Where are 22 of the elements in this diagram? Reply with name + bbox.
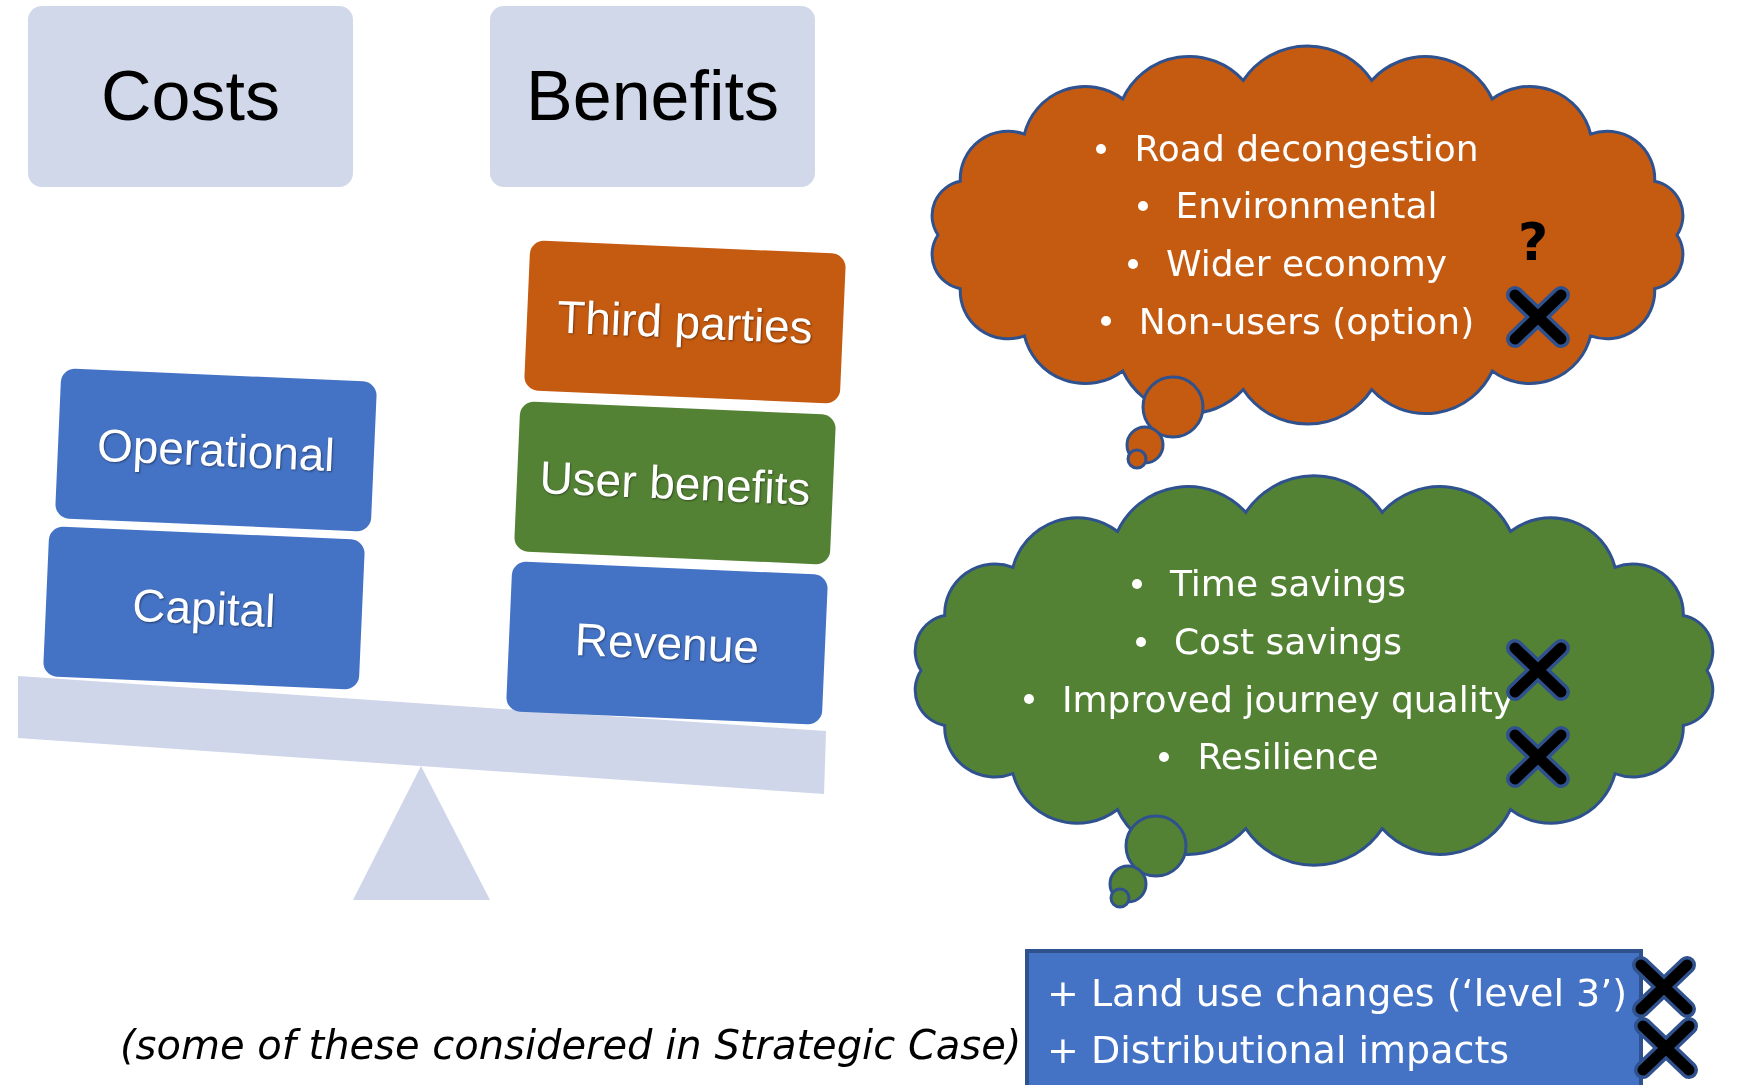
block-label: Capital — [130, 579, 278, 637]
block-label: User benefits — [537, 452, 813, 514]
block-label: Third parties — [555, 291, 815, 353]
block-label: Operational — [95, 419, 337, 481]
bullet-text: Non-users (option) — [1138, 299, 1475, 344]
note-line: + Distributional impacts — [1047, 1027, 1510, 1074]
category-header — [490, 6, 815, 187]
block-label: Benefits — [525, 59, 780, 134]
bullet-text: Environmental — [1175, 184, 1438, 229]
block-label: Revenue — [572, 614, 762, 672]
bullet-text: Cost savings — [1173, 619, 1402, 664]
bullet-text: Time savings — [1169, 562, 1407, 607]
note-box — [1025, 949, 1643, 1085]
category-header — [28, 6, 353, 187]
bullet-text: Wider economy — [1165, 242, 1448, 286]
caption: (some of these considered in Strategic Case) — [120, 1022, 1022, 1068]
bullet-text: Resilience — [1197, 735, 1379, 780]
question-mark: ? — [1518, 212, 1549, 272]
note-line: + Land use changes (‘level 3’) — [1047, 970, 1628, 1017]
bullet-text: Improved journey quality — [1061, 677, 1515, 722]
bullet-text: Road decongestion — [1134, 126, 1479, 171]
block-label: Costs — [100, 59, 281, 134]
